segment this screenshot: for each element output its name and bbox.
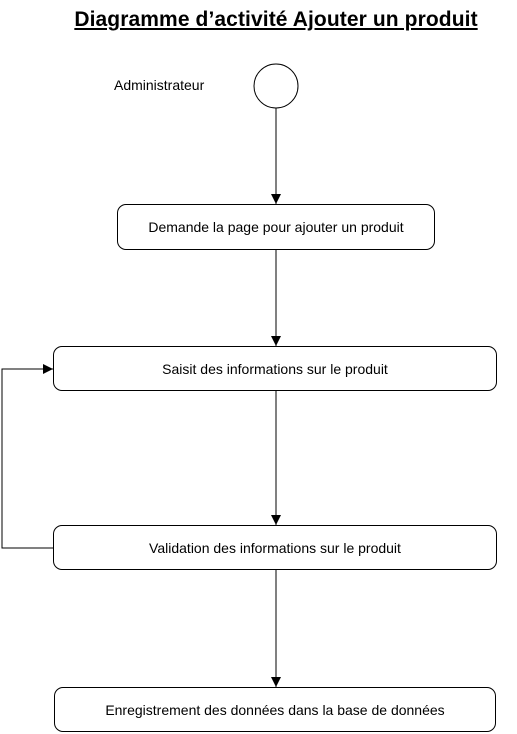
transition-validation-loop-back — [1, 364, 53, 549]
activity-save-to-database-label: Enregistrement des données dans la base … — [105, 701, 445, 718]
activity-save-to-database: Enregistrement des données dans la base … — [54, 687, 496, 732]
diagram-title: Diagramme d’activité Ajouter un produit — [74, 8, 478, 31]
activity-validate-product-info: Validation des informations sur le produ… — [53, 525, 497, 570]
activity-enter-product-info-label: Saisit des informations sur le produit — [162, 360, 388, 377]
activity-enter-product-info: Saisit des informations sur le produit — [53, 346, 497, 391]
activity-validate-product-info-label: Validation des informations sur le produ… — [149, 539, 401, 556]
activity-request-page-label: Demande la page pour ajouter un produit — [148, 219, 404, 235]
activity-request-page: Demande la page pour ajouter un produit — [117, 204, 435, 250]
actor-label: Administrateur — [114, 77, 205, 93]
initial-node — [253, 63, 299, 109]
